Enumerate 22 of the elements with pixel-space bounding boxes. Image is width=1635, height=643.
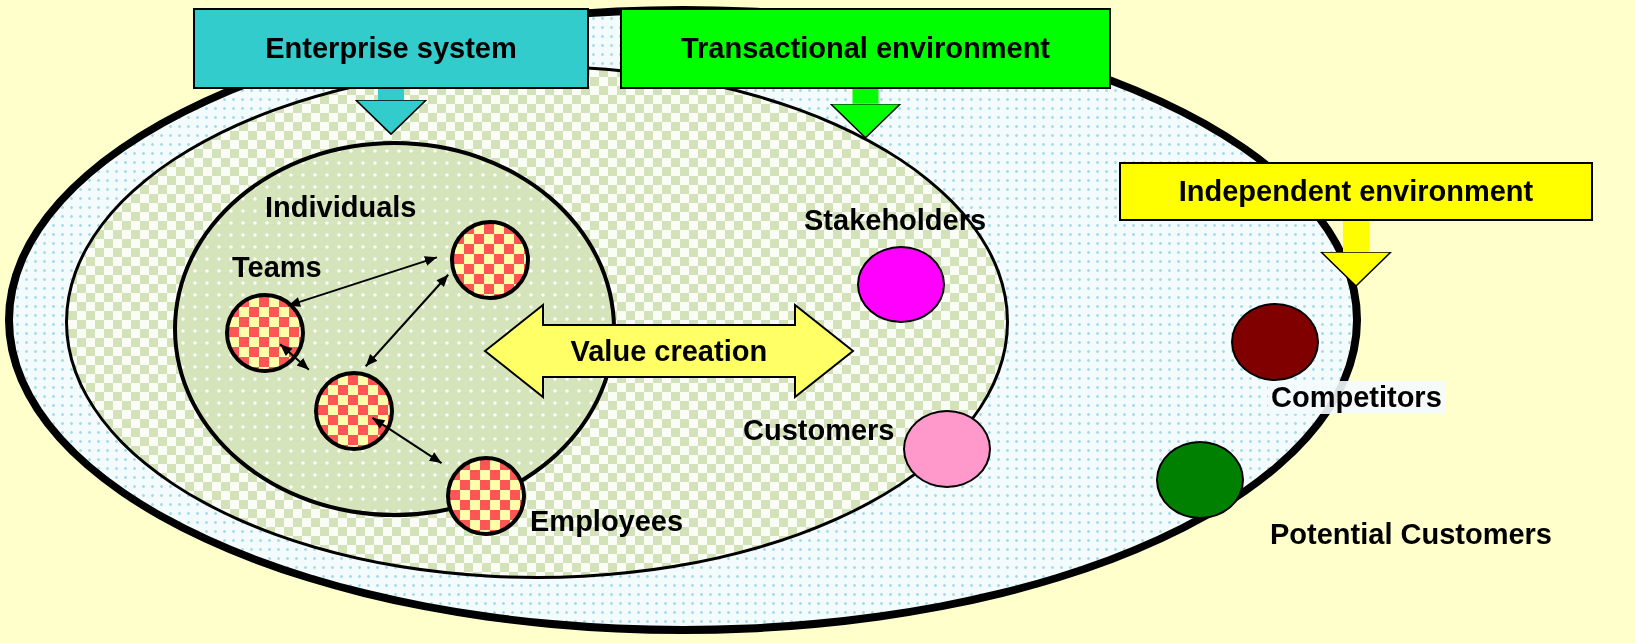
circle-marker <box>1156 441 1244 519</box>
circle-label: Potential Customers <box>1270 518 1552 551</box>
double-arrow <box>364 273 450 368</box>
double-arrow <box>279 343 310 371</box>
callout-arrow <box>355 89 427 135</box>
circle-label: Employees <box>530 505 684 538</box>
double-arrow <box>287 256 438 307</box>
circle-marker <box>903 410 991 488</box>
circle-label: Individuals <box>265 191 417 224</box>
callout-arrow <box>1320 221 1392 287</box>
circle-label: Teams <box>232 251 322 284</box>
arrow-label: Value creation <box>570 334 768 368</box>
callout-arrow <box>829 89 902 139</box>
circle-marker <box>1231 303 1319 381</box>
callout-box: Independent environment <box>1119 162 1593 221</box>
circle-marker <box>314 371 394 451</box>
circle-marker <box>857 246 945 323</box>
circle-label: Customers <box>743 414 895 447</box>
double-arrow <box>371 416 443 465</box>
circle-marker <box>446 456 526 536</box>
circle-marker <box>450 220 530 300</box>
circle-label: Competitors <box>1268 381 1445 414</box>
